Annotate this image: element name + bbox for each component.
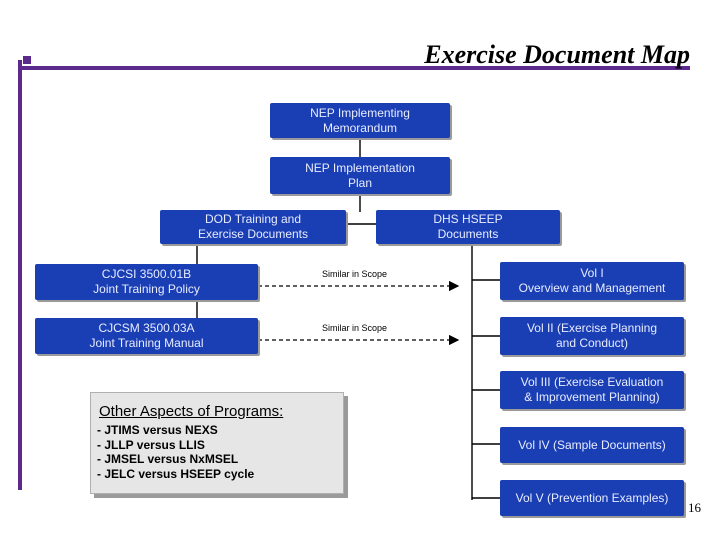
list-item: JLLP versus LLIS (97, 438, 254, 453)
other-aspects-list: JTIMS versus NEXS JLLP versus LLIS JMSEL… (97, 423, 254, 481)
vol-4-box: Vol IV (Sample Documents) (500, 427, 684, 463)
nep-plan-box: NEP Implementation Plan (270, 157, 450, 194)
other-aspects-panel: Other Aspects of Programs: JTIMS versus … (90, 392, 344, 494)
list-item: JMSEL versus NxMSEL (97, 452, 254, 467)
vol-1-box: Vol I Overview and Management (500, 262, 684, 300)
similar-in-scope-label-2: Similar in Scope (322, 323, 388, 333)
cjcsm-box: CJCSM 3500.03A Joint Training Manual (35, 318, 258, 354)
dod-documents-box: DOD Training and Exercise Documents (160, 210, 346, 244)
list-item: JTIMS versus NEXS (97, 423, 254, 438)
page-title: Exercise Document Map (424, 40, 690, 69)
list-item: JELC versus HSEEP cycle (97, 467, 254, 482)
vol-3-box: Vol III (Exercise Evaluation & Improveme… (500, 371, 684, 409)
line-dhs-to-vols (471, 244, 500, 500)
page-number: 16 (688, 500, 701, 515)
vol-2-box: Vol II (Exercise Planning and Conduct) (500, 317, 684, 355)
line-plan-to-branches (346, 194, 376, 225)
dhs-hseep-box: DHS HSEEP Documents (376, 210, 560, 244)
accent-block (23, 56, 31, 64)
vol-5-box: Vol V (Prevention Examples) (500, 480, 684, 516)
accent-bar-vertical (18, 60, 22, 490)
cjcsi-box: CJCSI 3500.01B Joint Training Policy (35, 264, 258, 300)
nep-memorandum-box: NEP Implementing Memorandum (270, 103, 450, 138)
similar-in-scope-label-1: Similar in Scope (322, 269, 388, 279)
other-aspects-title: Other Aspects of Programs: (99, 403, 284, 420)
accent-bar-horizontal (18, 66, 690, 70)
